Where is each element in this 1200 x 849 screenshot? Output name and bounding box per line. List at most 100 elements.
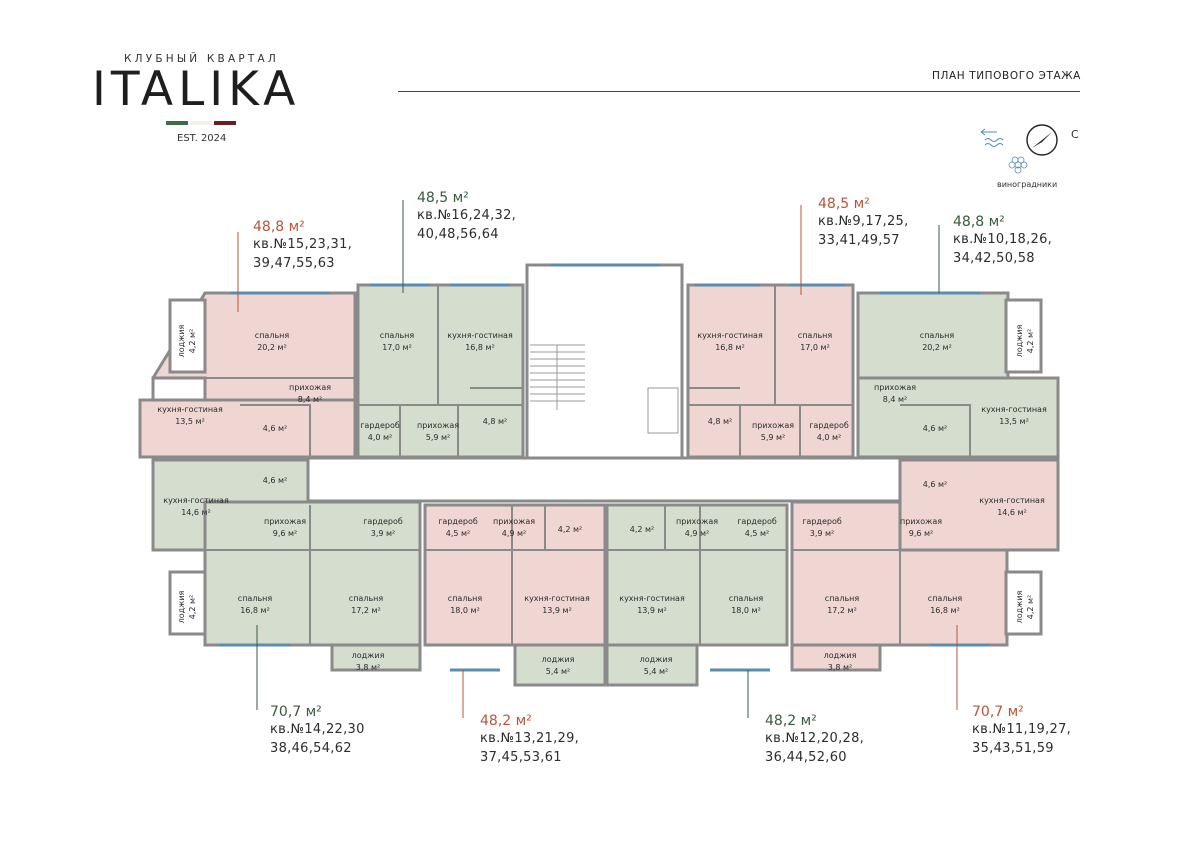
apartment-numbers: кв.№14,22,30 38,46,54,62 — [270, 722, 365, 756]
apartment-numbers: кв.№9,17,25, 33,41,49,57 — [818, 214, 909, 248]
apartment-callout-10[interactable]: 48,8 м² кв.№10,18,26, 34,42,50,58 — [953, 214, 1052, 268]
brand-tagline: КЛУБНЫЙ КВАРТАЛ — [124, 53, 279, 65]
loggia-14-zone[interactable] — [330, 643, 422, 672]
apartment-area: 70,7 м² — [270, 704, 322, 720]
apartment-area: 48,8 м² — [253, 219, 305, 235]
stair-core — [525, 263, 684, 460]
grapes-icon — [1008, 156, 1028, 174]
brand-logo: ITALIKA — [92, 62, 301, 117]
room-label: 4,2 м² — [557, 525, 583, 534]
room-label: 4,6 м² — [922, 424, 948, 433]
title-divider — [398, 91, 1080, 92]
north-letter: С — [1071, 128, 1079, 141]
apartment-area: 48,2 м² — [765, 713, 817, 729]
loggia-13-zone[interactable] — [513, 643, 607, 687]
room-label: 4,6 м² — [262, 476, 288, 485]
room-label: 4,6 м² — [922, 480, 948, 489]
loggia-14-left — [168, 570, 207, 636]
apartment-area: 48,8 м² — [953, 214, 1005, 230]
loggia-15 — [168, 298, 207, 374]
room-label: 4,6 м² — [262, 424, 288, 433]
sea-icon — [980, 128, 1004, 147]
apartment-callout-9[interactable]: 48,5 м² кв.№9,17,25, 33,41,49,57 — [818, 196, 909, 250]
apartment-9-zone[interactable] — [686, 283, 855, 459]
apartment-numbers: кв.№12,20,28, 36,44,52,60 — [765, 731, 865, 765]
flag-red-stripe — [214, 121, 236, 125]
apartment-16-zone[interactable] — [356, 283, 525, 459]
apartment-area: 48,5 м² — [417, 190, 469, 206]
vineyards-label: виноградники — [997, 180, 1058, 189]
apartment-12-zone[interactable] — [605, 503, 789, 647]
loggia-12-zone[interactable] — [605, 643, 699, 687]
apartment-area: 70,7 м² — [972, 704, 1024, 720]
room-label: 4,8 м² — [707, 417, 733, 426]
apartment-area: 48,5 м² — [818, 196, 870, 212]
apartment-callout-13[interactable]: 48,2 м² кв.№13,21,29, 37,45,53,61 — [480, 713, 579, 767]
apartment-callout-15[interactable]: 48,8 м² кв.№15,23,31, 39,47,55,63 — [253, 219, 352, 273]
flag-white-stripe — [190, 121, 212, 125]
loggia-11-right — [1004, 570, 1043, 636]
compass-icon — [1026, 124, 1058, 156]
room-label: 4,2 м² — [629, 525, 655, 534]
apartment-numbers: кв.№13,21,29, 37,45,53,61 — [480, 731, 580, 765]
orientation-legend — [980, 124, 1058, 174]
room-label: 4,8 м² — [482, 417, 508, 426]
apartment-14-zone[interactable] — [203, 500, 422, 647]
apartment-13-zone[interactable] — [423, 503, 607, 647]
loggia-11-zone[interactable] — [790, 643, 882, 672]
apartment-callout-12[interactable]: 48,2 м² кв.№12,20,28, 36,44,52,60 — [765, 713, 864, 767]
brand-est: EST. 2024 — [177, 133, 227, 144]
plan-title: ПЛАН ТИПОВОГО ЭТАЖА — [932, 70, 1081, 82]
apartment-numbers: кв.№15,23,31, 39,47,55,63 — [253, 237, 353, 271]
apartment-callout-16[interactable]: 48,5 м² кв.№16,24,32, 40,48,56,64 — [417, 190, 516, 244]
flag-green-stripe — [166, 121, 188, 125]
apartment-callout-14[interactable]: 70,7 м² кв.№14,22,30 38,46,54,62 — [270, 704, 365, 758]
loggia-10 — [1004, 298, 1043, 374]
apartment-numbers: кв.№16,24,32, 40,48,56,64 — [417, 208, 517, 242]
staircase — [530, 344, 679, 434]
apartment-numbers: кв.№10,18,26, 34,42,50,58 — [953, 232, 1053, 266]
apartment-callout-11[interactable]: 70,7 м² кв.№11,19,27, 35,43,51,59 — [972, 704, 1071, 758]
apartment-area: 48,2 м² — [480, 713, 532, 729]
